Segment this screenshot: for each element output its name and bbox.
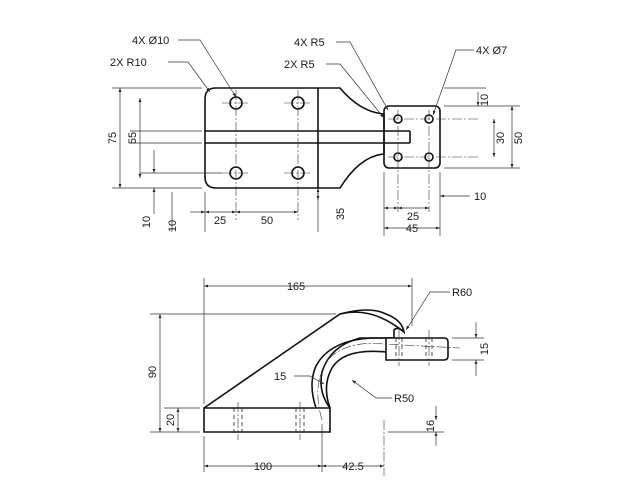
small-holes — [393, 114, 434, 162]
top-extension-lines — [112, 87, 520, 236]
callout-corner-radius: 2X R10 — [110, 57, 147, 69]
front-view: 165 R60 90 15 R50 15 16 20 100 42.5 — [147, 278, 491, 476]
dim-tab-thickness: 15 — [479, 343, 491, 355]
top-leaders — [168, 39, 474, 119]
dim-arm-offset: 42.5 — [342, 461, 363, 473]
inner-arm — [311, 337, 394, 409]
dim-tab-height: 50 — [513, 132, 525, 144]
dim-hole-spacing: 50 — [261, 215, 273, 227]
dim-tab-hole-top: 10 — [479, 94, 491, 106]
arm-rib — [325, 350, 394, 409]
plate-outline — [204, 87, 385, 189]
callout-holes-large: 4X Ø10 — [132, 35, 169, 47]
top-view: 4X Ø10 2X R10 4X R5 2X R5 4X Ø7 75 55 10… — [107, 35, 525, 236]
dim-base-length: 100 — [254, 461, 272, 473]
large-holes — [229, 96, 305, 180]
dim-slot-height: 55 — [127, 132, 139, 144]
tab-outline — [383, 105, 441, 169]
front-tab — [385, 337, 449, 361]
dim-hole-spacing-first: 25 — [214, 215, 226, 227]
dim-large-radius: R60 — [452, 287, 472, 299]
body-outline — [203, 309, 406, 433]
front-dimension-lines — [158, 284, 478, 468]
dim-overall-length: 165 — [287, 281, 305, 293]
dim-neck-offset: 35 — [335, 208, 347, 220]
arm-edge — [339, 311, 405, 333]
dim-tab-offset: 16 — [425, 420, 437, 432]
dim-tab-hole-spacing-v: 30 — [495, 132, 507, 144]
callout-holes-small: 4X Ø7 — [476, 45, 507, 57]
callout-fillet-r5-top: 4X R5 — [294, 37, 325, 49]
dim-overall-height: 75 — [107, 132, 119, 144]
dim-arm-thickness: 15 — [274, 371, 286, 383]
dim-hole-edge-bottom: 10 — [141, 216, 153, 228]
dim-tab-hole-spacing-h: 25 — [407, 211, 419, 223]
dim-tab-hole-offset: 10 — [474, 191, 486, 203]
dim-tab-width: 45 — [406, 223, 418, 235]
dim-overall-height: 90 — [147, 366, 159, 378]
callout-fillet-r5-mid: 2X R5 — [284, 59, 315, 71]
top-centerlines — [222, 90, 480, 220]
front-centerlines — [237, 330, 461, 476]
dim-base-thickness: 20 — [165, 414, 177, 426]
front-leaders — [294, 291, 450, 399]
front-hidden-lines — [233, 338, 433, 432]
top-dimension-lines — [118, 88, 514, 230]
dim-inner-radius: R50 — [394, 393, 414, 405]
dim-hole-edge-side: 10 — [167, 220, 179, 232]
